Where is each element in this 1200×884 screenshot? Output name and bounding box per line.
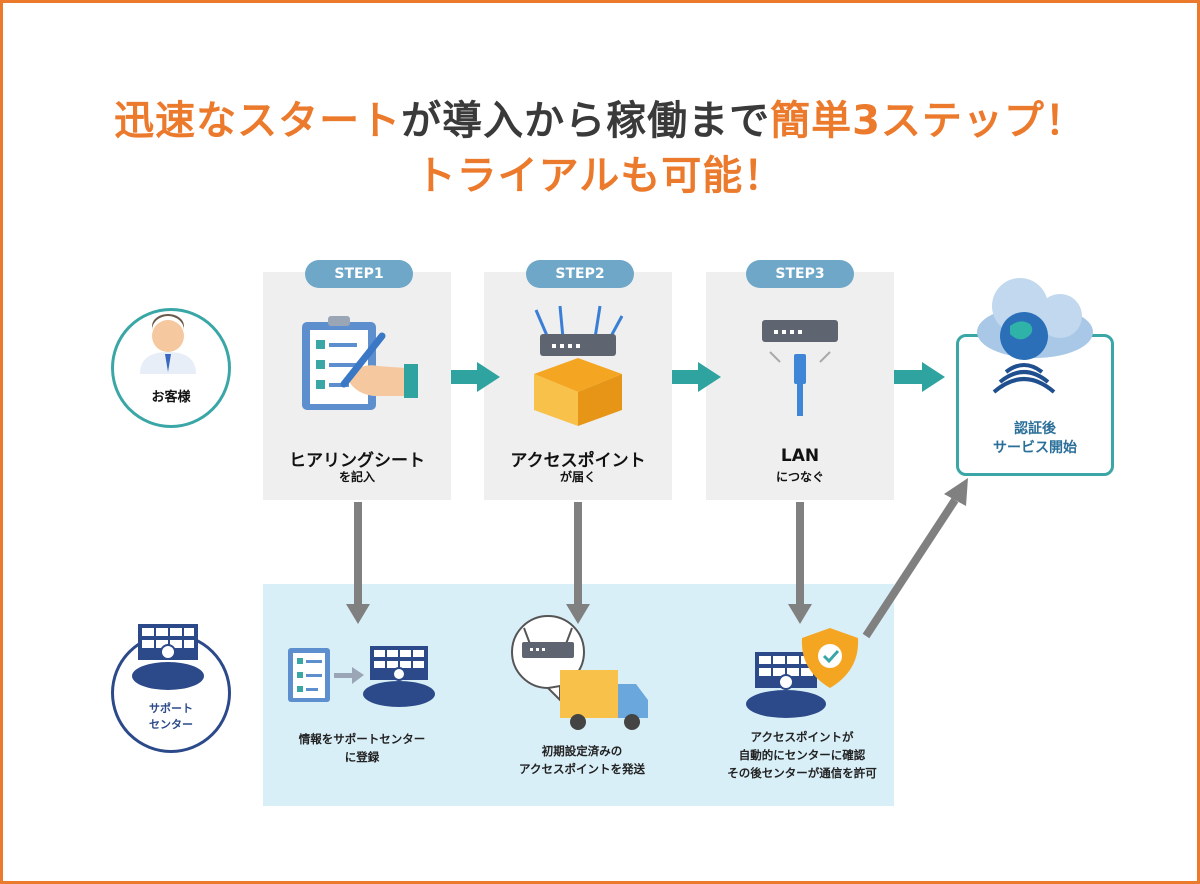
diagonal-arrow xyxy=(862,478,968,639)
router-lan-icon xyxy=(762,320,838,416)
title-highlight-1: 迅速なスタート xyxy=(114,98,402,144)
title-highlight-2: 簡単3ステップ！ xyxy=(770,98,1086,144)
support-action-1-line1: 情報をサポートセンター xyxy=(298,732,426,746)
flow-arrow-2 xyxy=(672,362,721,392)
cloud-globe-wifi-icon xyxy=(977,278,1093,394)
support-action-2-line2: アクセスポイントを発送 xyxy=(519,762,645,776)
ship-truck-icon xyxy=(511,615,648,730)
support-action-1: 情報をサポートセンター に登録 xyxy=(283,730,441,766)
support-label-line2: センター xyxy=(149,718,193,731)
step-badge-1: STEP1 xyxy=(305,260,413,288)
goal-line1: 認証後 xyxy=(1014,421,1056,437)
goal-line2: サービス開始 xyxy=(993,440,1077,456)
support-action-2: 初期設定済みの アクセスポイントを発送 xyxy=(498,742,666,778)
step-1-subtitle: を記入 xyxy=(338,470,375,484)
step-1-title: ヒアリングシート xyxy=(289,451,425,471)
support-center-icon xyxy=(132,624,204,690)
step-badge-2: STEP2 xyxy=(526,260,634,288)
title-text-1: が導入から稼働まで xyxy=(401,98,771,144)
down-arrow-3 xyxy=(788,502,812,624)
support-label-line1: サポート xyxy=(149,702,193,715)
verify-shield-icon xyxy=(746,628,859,718)
customer-label: お客様 xyxy=(151,390,191,405)
clipboard-hand-icon xyxy=(302,316,418,410)
register-info-icon xyxy=(288,646,435,707)
person-icon xyxy=(140,314,196,374)
support-action-3-line2: 自動的にセンターに確認 xyxy=(738,748,866,762)
support-action-3-line1: アクセスポイントが xyxy=(750,730,854,744)
step-2-subtitle: が届く xyxy=(559,470,596,484)
support-action-2-line1: 初期設定済みの xyxy=(541,744,623,758)
step-badge-3: STEP3 xyxy=(746,260,854,288)
down-arrow-2 xyxy=(566,502,590,624)
step-3-title: LAN xyxy=(780,446,820,466)
step-3-subtitle: につなぐ xyxy=(775,470,824,484)
support-action-1-line2: に登録 xyxy=(344,750,380,764)
page-title-line1: 迅速なスタートが導入から稼働まで簡単3ステップ！ xyxy=(0,88,1200,146)
page-title-line2: トライアルも可能！ xyxy=(415,153,785,199)
support-action-3-line3: その後センターが通信を許可 xyxy=(727,766,877,780)
flow-arrow-3 xyxy=(894,362,945,392)
down-arrow-1 xyxy=(346,502,370,624)
step-2-title: アクセスポイント xyxy=(510,451,646,471)
router-box-icon xyxy=(534,305,624,426)
support-action-3: アクセスポイントが 自動的にセンターに確認 その後センターが通信を許可 xyxy=(712,728,892,782)
flow-arrow-1 xyxy=(451,362,500,392)
